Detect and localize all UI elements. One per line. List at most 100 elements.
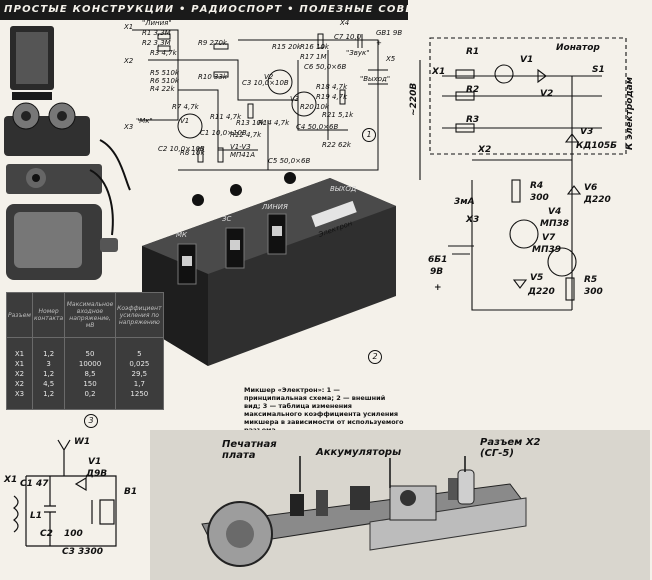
receiver-schematic <box>13 439 117 547</box>
schematic-label-r6: R6 510k <box>150 77 179 85</box>
ionizer-label-v7: V7 <box>542 233 556 243</box>
schematic-label-r19: R19 4,7k <box>316 93 348 101</box>
schematic-label-r13: R13 10k <box>236 119 265 127</box>
schematic-label-plus: + <box>376 39 382 47</box>
ionizer-label-r5: R5 <box>584 275 598 285</box>
ionizer-label-d220-1: Д220 <box>584 195 611 205</box>
schematic-label-linia: "Линия" <box>142 19 172 27</box>
ionizer-label-220v: ~220В <box>409 82 419 116</box>
schematic-label-c6: C6 50,0×6B <box>304 63 347 71</box>
schematic-label-r1: R1 3,3M <box>142 29 171 37</box>
ionizer-label-mp38: МП38 <box>540 219 570 229</box>
equipment-illustration <box>4 26 131 280</box>
ionizer-label-r5-value: 300 <box>584 287 603 297</box>
receiver-label-w1: W1 <box>74 437 91 447</box>
ionizer-schematic <box>419 37 627 311</box>
schematic-label-v2: V2 <box>264 73 274 81</box>
ionizer-label-electrodes: К электродам <box>625 76 635 150</box>
schematic-label-x5: X5 <box>386 55 396 63</box>
knob-label-linia: ЛИНИЯ <box>262 203 288 211</box>
schematic-label-r15: R15 20k <box>272 43 301 51</box>
figure-caption: Микшер «Электрон»: 1 — принципиальная сх… <box>244 386 404 434</box>
assembled-board-illustration <box>150 430 650 580</box>
receiver-label-b1: B1 <box>124 487 138 497</box>
schematic-label-zvuk: "Звук" <box>346 49 370 57</box>
ionizer-label-v3: V3 <box>580 127 594 137</box>
receiver-label-c3: C3 3300 <box>62 547 104 557</box>
receiver-label-x1: X1 <box>4 475 18 485</box>
ionizer-label-v5: V5 <box>530 273 544 283</box>
schematic-label-v1: V1 <box>180 117 190 125</box>
gain-table: Разъем Номер контакта Максимальное входн… <box>6 292 165 410</box>
receiver-label-l1: L1 <box>30 511 42 521</box>
mixer-schematic <box>132 29 388 171</box>
receiver-label-v1: V1 <box>88 457 102 467</box>
schematic-label-r10: R10 33k <box>198 73 227 81</box>
figure-badge-1: 1 <box>362 128 376 142</box>
ionizer-label-r4-value: 300 <box>530 193 549 203</box>
ionizer-label-v6: V6 <box>584 183 598 193</box>
ionizer-label-r1: R1 <box>466 47 480 57</box>
schematic-label-vyhod: "Выход" <box>360 75 391 83</box>
schematic-label-c7: C7 10,0 <box>334 33 362 41</box>
schematic-label-r22: R22 62k <box>322 141 351 149</box>
ionizer-label-plus: + <box>434 283 442 293</box>
ionizer-label-mp39: МП39 <box>532 245 562 255</box>
label-batteries: Аккумуляторы <box>316 447 402 458</box>
receiver-label-d9v: Д9В <box>86 469 108 479</box>
schematic-label-c4: C4 50,0×6B <box>296 123 339 131</box>
ionizer-label-v1: V1 <box>520 55 534 65</box>
schematic-label-r3: R3 4,7k <box>150 49 177 57</box>
schematic-label-mp41a: МП41А <box>230 151 255 159</box>
ionizer-label-x2: X2 <box>478 145 492 155</box>
ionizer-label-r4: R4 <box>530 181 544 191</box>
schematic-label-x2: X2 <box>124 57 134 65</box>
ionizer-label-x1: X1 <box>432 67 446 77</box>
ionizer-label-3ma: 3мА <box>454 197 475 207</box>
receiver-label-c2-value: 100 <box>64 529 83 539</box>
figure-badge-3: 3 <box>84 414 98 428</box>
schematic-label-r11: R11 4,7k <box>210 113 242 121</box>
schematic-label-r2: R2 3,3M <box>142 39 171 47</box>
schematic-label-r14: R14 4,7k <box>258 119 290 127</box>
ionizer-label-x3: X3 <box>466 215 480 225</box>
ionizer-label-kd105b: КД105Б <box>576 141 618 151</box>
schematic-label-r18: R18 4,7k <box>316 83 348 91</box>
receiver-label-c1: C1 47 <box>20 479 49 489</box>
schematic-label-r4: R4 22k <box>150 85 175 93</box>
ionizer-label-d220-2: Д220 <box>528 287 555 297</box>
schematic-label-r17: R17 1M <box>300 53 327 61</box>
figure-badge-2: 2 <box>368 350 382 364</box>
ionizer-label-r3: R3 <box>466 115 480 125</box>
schematic-label-r9: R9 270k <box>198 39 227 47</box>
label-connector: Разъем X2 (СГ-5) <box>480 437 541 459</box>
table-header: Коэффициент усиления по напряжению <box>114 292 165 338</box>
label-pcb: Печатная плата <box>222 439 277 461</box>
schematic-label-r21: R21 5,1k <box>322 111 354 119</box>
knob-label-mk: МК <box>176 231 188 239</box>
schematic-label-c2: C2 10,0×10B <box>158 145 205 153</box>
ionizer-label-9v: 9В <box>430 267 444 277</box>
output-label: ВЫХОД <box>330 185 357 193</box>
magazine-banner: ПРОСТЫЕ КОНСТРУКЦИИ • РАДИОСПОРТ • ПОЛЕЗ… <box>0 0 408 20</box>
schematic-label-gb1: GB1 9B <box>376 29 403 37</box>
schematic-label-x4: X4 <box>340 19 350 27</box>
schematic-label-r5: R5 510k <box>150 69 179 77</box>
ionizer-label-s1: S1 <box>592 65 605 75</box>
schematic-label-r12: R12 4,7k <box>230 131 262 139</box>
schematic-label-c3: C3 10,0×10B <box>242 79 289 87</box>
receiver-label-c2: C2 <box>40 529 53 539</box>
schematic-label-r16: R16 10k <box>300 43 329 51</box>
table-header: Максимальное входное напряжение, мВ <box>64 292 116 338</box>
ionizer-label-v2: V2 <box>540 89 554 99</box>
schematic-label-c5: C5 50,0×6B <box>268 157 311 165</box>
schematic-label-x3: X3 <box>124 123 134 131</box>
schematic-label-v1v3: V1-V3 <box>230 143 251 151</box>
table-header: Номер контакта <box>31 292 66 338</box>
schematic-label-x1: X1 <box>124 23 134 31</box>
schematic-label-mk: "Мк" <box>136 117 153 125</box>
